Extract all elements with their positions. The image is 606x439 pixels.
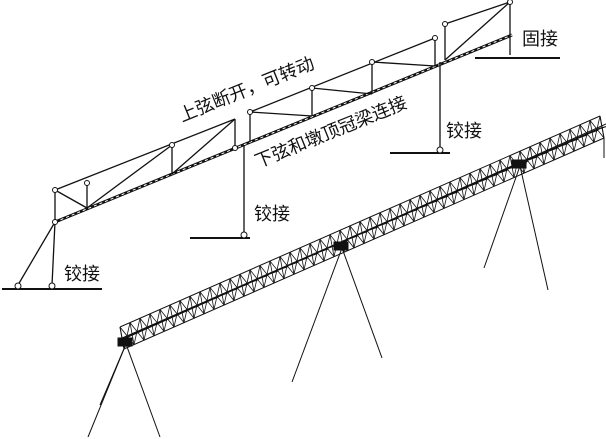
lattice-member — [163, 304, 171, 332]
support-leg-3 — [483, 165, 549, 291]
lattice-member — [413, 195, 421, 222]
truss-segment-2 — [249, 37, 436, 142]
label-hinge-right: 铰接 — [446, 121, 482, 142]
label-hinge-mid: 铰接 — [254, 204, 290, 225]
lattice-member — [283, 252, 291, 279]
lattice-member — [243, 269, 251, 297]
truss-lattice — [119, 115, 606, 350]
lattice-member — [363, 217, 371, 244]
label-fixed: 固接 — [522, 29, 558, 50]
label-hinge-left: 铰接 — [64, 264, 100, 285]
lattice-member — [573, 124, 581, 152]
lattice-member — [553, 133, 561, 161]
lattice-member — [313, 238, 321, 266]
lattice-member — [543, 137, 551, 165]
lattice-member — [393, 203, 401, 231]
lattice-member — [583, 120, 591, 147]
pier-1 — [17, 221, 56, 286]
lattice-member — [503, 155, 511, 183]
lower-chord — [54, 33, 513, 224]
lattice-member — [423, 190, 431, 218]
lattice-member — [383, 208, 391, 235]
lattice-member — [453, 177, 461, 205]
lattice-member — [253, 265, 261, 292]
lattice-member — [353, 221, 361, 248]
truss-segment-1 — [54, 118, 236, 222]
lattice-member — [193, 291, 201, 319]
lattice-member — [593, 115, 601, 143]
lattice-member — [483, 164, 491, 191]
truss-segment-3 — [444, 1, 511, 61]
upper-schematic — [2, 0, 560, 290]
lattice-member — [213, 282, 221, 310]
lattice-member — [153, 309, 161, 336]
support-nodes — [117, 159, 527, 347]
lattice-member — [473, 168, 481, 196]
lattice-member — [143, 313, 151, 341]
lattice-member — [293, 247, 301, 275]
lattice-member — [233, 274, 241, 301]
ground-supports — [2, 57, 560, 290]
support-leg-2 — [291, 247, 383, 383]
lattice-member — [463, 173, 471, 200]
lattice-member — [273, 256, 281, 284]
lattice-member — [173, 300, 181, 328]
lattice-member — [563, 129, 571, 156]
lattice-member — [263, 260, 271, 288]
lattice-member — [443, 181, 451, 209]
lattice-member — [183, 296, 191, 323]
lattice-member — [599, 126, 606, 129]
lattice-member — [133, 318, 141, 345]
lattice-member — [303, 243, 311, 270]
lower-3d-truss — [87, 115, 606, 438]
lattice-member — [373, 212, 381, 240]
lattice-member — [323, 234, 331, 262]
joints — [14, 0, 513, 290]
lattice-member — [533, 142, 541, 169]
lattice-member — [203, 287, 211, 314]
lattice-member — [523, 146, 531, 174]
support-leg-1 — [87, 343, 161, 438]
lattice-member — [433, 186, 441, 213]
lattice-member — [493, 159, 501, 187]
lattice-member — [223, 278, 231, 306]
lattice-member — [403, 199, 411, 227]
